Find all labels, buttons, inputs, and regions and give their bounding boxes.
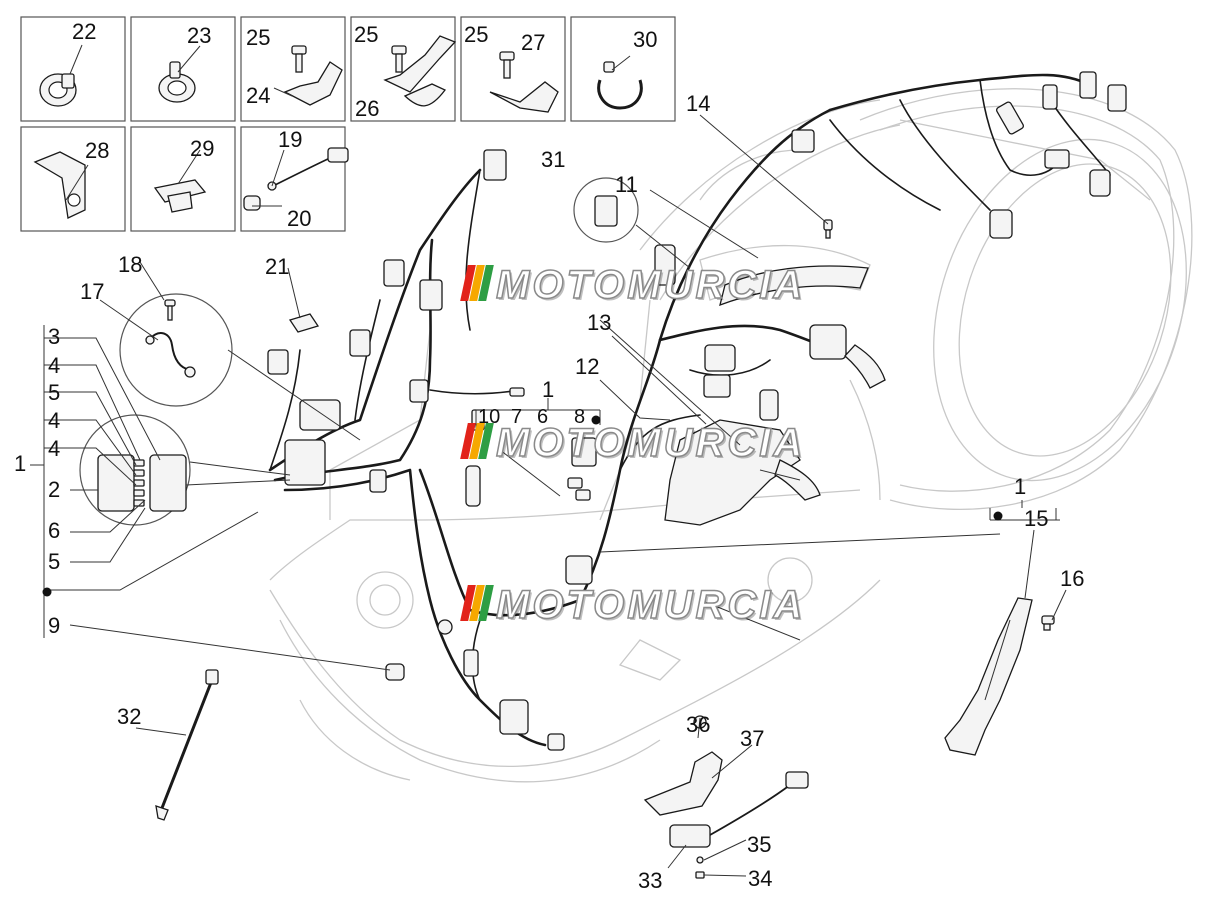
part-label-31: 31 [541,147,566,172]
part-label-4: 4 [48,353,61,378]
part-label-11: 11 [615,172,638,197]
part-label-1: 1 [542,377,555,402]
part-label-19: 19 [278,127,303,152]
part-label-15: 15 [1024,506,1049,531]
part-label-10: 10 [478,406,501,428]
part-label-29: 29 [190,136,215,161]
part-label-22: 22 [72,19,97,44]
part-label-4: 4 [48,408,61,433]
part-label-27: 27 [521,30,546,55]
part-label-32: 32 [117,704,142,729]
part-label-36: 36 [686,712,711,737]
watermark-flag-icon [460,423,494,459]
part-label-7: 7 [511,406,523,428]
part-label-25: 25 [354,22,379,47]
watermark-text: MOTOMURCIA [495,420,806,466]
part-label-9: 9 [48,613,61,638]
fuse-box-inset [79,414,291,526]
part-label-30: 30 [633,27,658,52]
part-label-21: 21 [265,254,290,279]
instrument-bracket [664,265,886,526]
part-label-23: 23 [187,23,212,48]
part-label-26: 26 [355,96,380,121]
part-label-25: 25 [464,22,489,47]
watermark-text: MOTOMURCIA [495,582,806,628]
part-label-24: 24 [246,83,271,108]
watermark-flag-icon [460,585,494,621]
clip-icon [39,73,77,107]
earth-lead-inset [119,293,361,441]
part-label-16: 16 [1060,566,1085,591]
harness-connectors [267,71,1127,751]
bracket-icon [283,35,559,113]
push-clip-icon [153,179,207,213]
relay-inset [573,177,691,269]
part-label-35: 35 [747,832,772,857]
part-label-28: 28 [85,138,110,163]
part-label-33: 33 [638,868,663,893]
main-wiring-harness [268,73,1111,747]
part-label-5: 5 [48,380,61,405]
part-label-37: 37 [740,726,765,751]
part-label-18: 18 [118,252,143,277]
part-label-12: 12 [575,354,600,379]
sensor-lead-icon [267,147,349,191]
harness-support-bracket [944,597,1055,756]
watermark-text: MOTOMURCIA [495,262,806,308]
parts-inset-grid [20,16,676,232]
part-label-6: 6 [48,518,61,543]
screw-icon [291,45,515,79]
cable-tie-icon [597,61,643,110]
part-label-3: 3 [48,324,61,349]
part-label-4: 4 [48,436,61,461]
part-label-17: 17 [80,279,105,304]
part-label-25: 25 [246,25,271,50]
part-label-13: 13 [587,310,612,335]
part-label-14: 14 [686,91,711,116]
mount-bracket-icon [33,151,86,219]
probe-rod [155,669,219,821]
part-label-5: 5 [48,549,61,574]
leader-lines [30,44,1067,877]
part-label-20: 20 [287,206,312,231]
grommet-icon [243,195,261,211]
part-label-1: 1 [14,451,27,476]
part-label-34: 34 [748,866,773,891]
part-label-8: 8 [574,406,586,428]
part-label-6: 6 [537,406,549,428]
control-module-group [643,715,809,879]
reference-bullets [42,415,1003,597]
clamp-icon [158,61,196,103]
watermark-flag-icon [460,265,494,301]
part-label-2: 2 [48,477,61,502]
part-label-1: 1 [1014,474,1027,499]
small-fasteners [288,219,833,681]
